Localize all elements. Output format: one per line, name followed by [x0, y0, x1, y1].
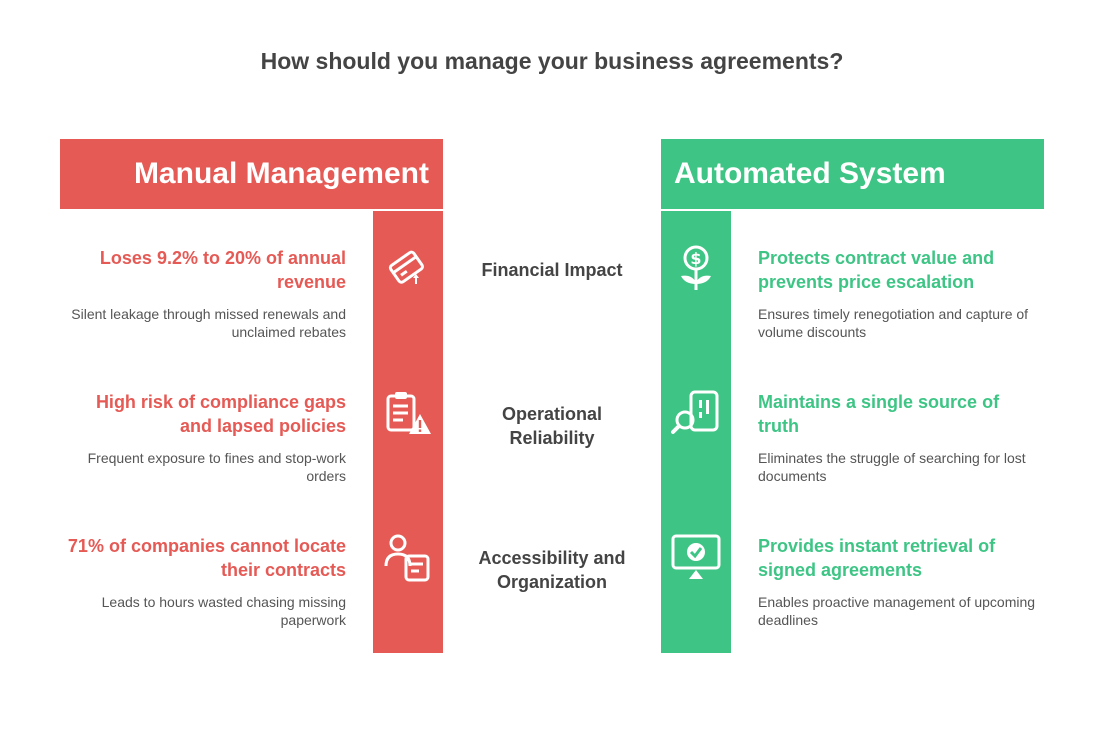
automated-item-1-description: Ensures timely renegotiation and capture… — [758, 306, 1029, 340]
criterion-financial-impact: Financial Impact — [481, 260, 623, 280]
automated-item-1-heading: Protects contract value and prevents pri… — [758, 248, 995, 292]
broken-card-icon — [383, 244, 433, 294]
clipboard-warning-icon — [383, 388, 433, 438]
automated-item-3-heading: Provides instant retrieval of signed agr… — [758, 536, 996, 580]
person-document-icon — [383, 532, 433, 582]
criterion-accessibility: Accessibility and Organization — [478, 548, 626, 592]
monitor-check-icon — [671, 532, 721, 582]
manual-management-header: Manual Management — [60, 139, 443, 209]
automated-system-label: Automated System — [674, 157, 946, 190]
manual-item-1-description: Silent leakage through missed renewals a… — [71, 306, 346, 340]
manual-management-label: Manual Management — [133, 157, 429, 190]
money-plant-icon: $ — [671, 244, 721, 294]
manual-item-3-heading: 71% of companies cannot locate their con… — [67, 536, 346, 580]
svg-text:$: $ — [690, 249, 701, 268]
automated-item-2-heading: Maintains a single source of truth — [758, 392, 1000, 436]
manual-item-2-heading: High risk of compliance gaps and lapsed … — [95, 392, 346, 436]
manual-item-2-description: Frequent exposure to fines and stop-work… — [87, 450, 346, 484]
manual-item-3-description: Leads to hours wasted chasing missing pa… — [101, 594, 346, 628]
page-title: How should you manage your business agre… — [260, 48, 844, 74]
automated-system-header: Automated System — [661, 139, 1044, 209]
manual-item-1-heading: Loses 9.2% to 20% of annual revenue — [99, 248, 346, 292]
automated-item-3-description: Enables proactive management of upcoming… — [758, 594, 1036, 628]
criterion-operational-reliability: Operational Reliability — [501, 404, 603, 448]
document-search-icon — [671, 388, 721, 438]
automated-item-2-description: Eliminates the struggle of searching for… — [758, 450, 1026, 484]
